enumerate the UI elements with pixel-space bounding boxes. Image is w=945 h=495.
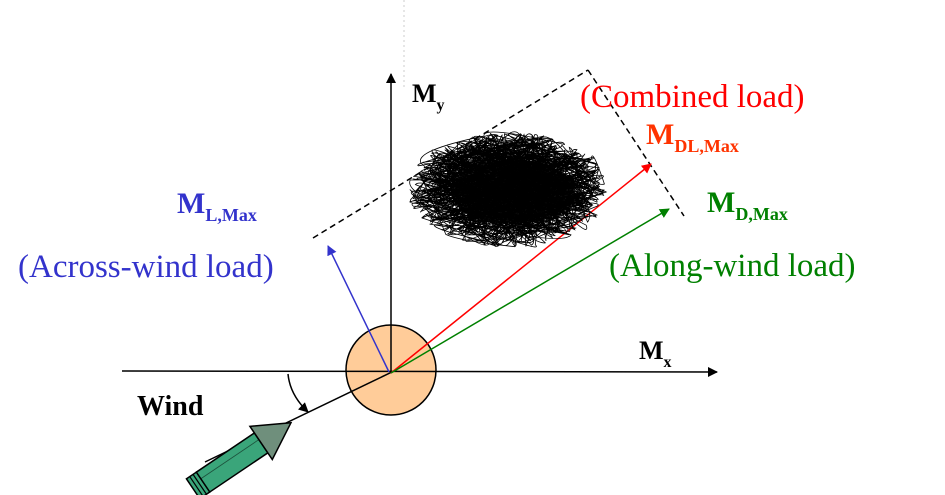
combined-load-vector [390, 163, 652, 374]
dashed-line-right [587, 69, 685, 217]
along-wind-vector [390, 208, 670, 374]
mx-axis [121, 366, 718, 377]
mx-axis-label: Mx [639, 336, 672, 371]
across-wind-label: (Across-wind load) [18, 249, 274, 285]
response-trajectory-cloud [409, 131, 608, 248]
mdl-max-label: MDL,Max [646, 118, 739, 156]
ml-max-label: ML,Max [177, 187, 257, 225]
across-wind-vector [327, 245, 390, 373]
wind-angle-arc [287, 373, 309, 413]
my-axis-label: My [412, 79, 445, 114]
combined-load-label: (Combined load) [580, 79, 805, 115]
trajectory-dense-core [451, 160, 575, 224]
along-wind-label: (Along-wind load) [609, 248, 856, 284]
md-max-label: MD,Max [707, 186, 788, 224]
wind-arrow-icon [185, 421, 293, 495]
wind-label: Wind [137, 391, 204, 422]
